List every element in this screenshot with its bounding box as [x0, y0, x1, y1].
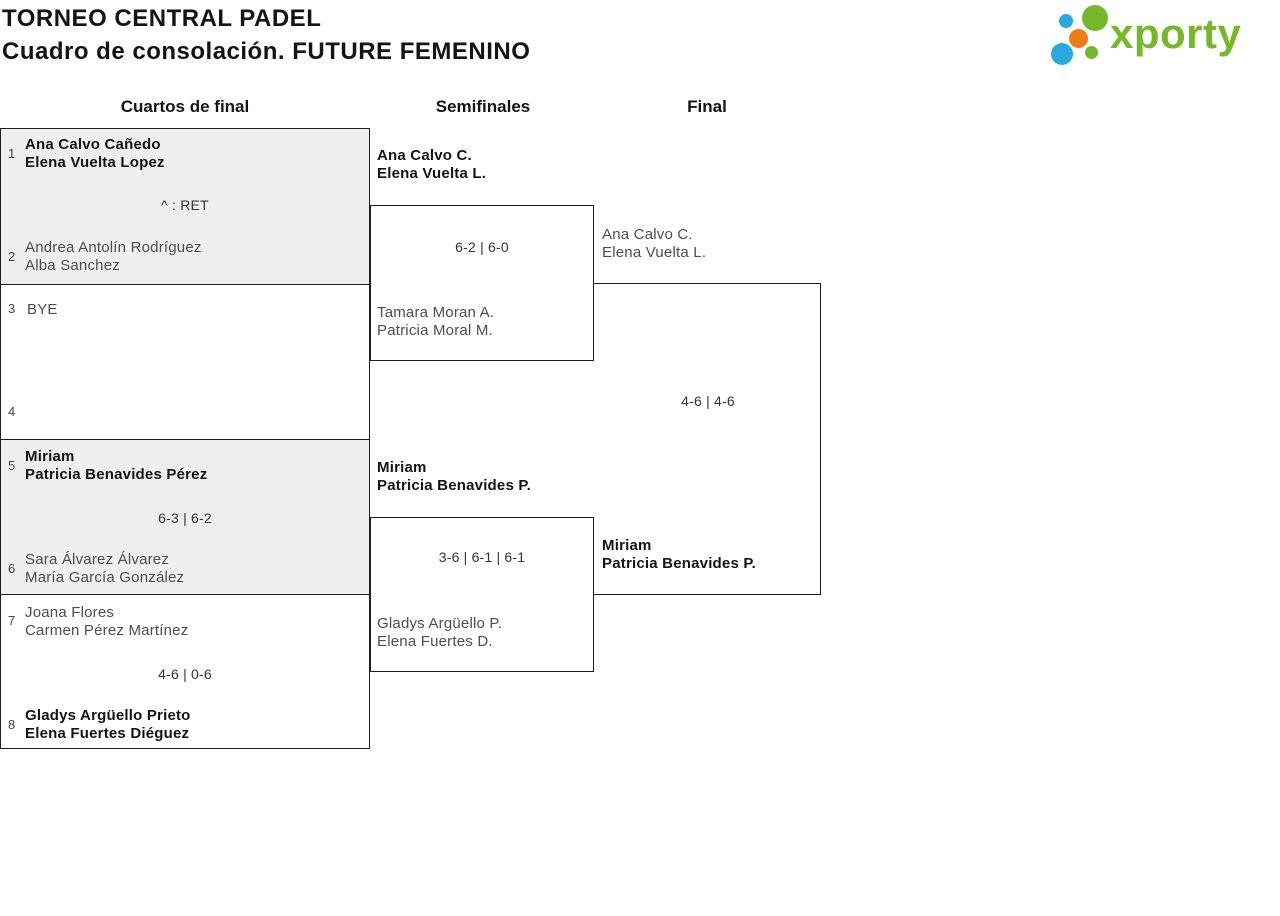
team-final-top: Ana Calvo C. Elena Vuelta L.: [602, 226, 707, 261]
logo-dot-orange-icon: [1069, 29, 1088, 48]
page-header: TORNEO CENTRAL PADEL Cuadro de consolaci…: [2, 2, 530, 68]
round-header-semifinals: Semifinales: [435, 97, 531, 116]
score-qf3: 6-3 | 6-2: [158, 510, 212, 526]
seed-8: 8: [8, 717, 16, 732]
team-final-bottom: Miriam Patricia Benavides P.: [602, 537, 757, 572]
team-qf3-top: Miriam Patricia Benavides Pérez: [25, 448, 208, 483]
match-box-final: [594, 283, 821, 595]
match-divider: [1, 594, 369, 595]
seed-6: 6: [8, 561, 16, 576]
logo-wordmark: xporty: [1110, 10, 1242, 57]
match-box-sf2: [370, 517, 594, 672]
match-divider: [1, 284, 369, 285]
page-title: TORNEO CENTRAL PADEL: [2, 5, 322, 32]
match-box-sf1: [370, 205, 594, 361]
score-qf4: 4-6 | 0-6: [158, 666, 212, 682]
match-divider: [1, 439, 369, 440]
seed-4: 4: [8, 404, 16, 419]
xporty-logo[interactable]: xporty: [1045, 0, 1275, 72]
logo-dot-blue-large-icon: [1051, 43, 1073, 65]
team-sf2-bottom: Gladys Argüello P. Elena Fuertes D.: [377, 615, 503, 650]
team-qf4-top: Joana Flores Carmen Pérez Martínez: [25, 604, 189, 639]
score-qf1: ^ : RET: [161, 197, 209, 213]
seed-7: 7: [8, 613, 16, 628]
round-header-final: Final: [687, 97, 727, 116]
team-sf2-top: Miriam Patricia Benavides P.: [377, 459, 532, 494]
seed-2: 2: [8, 249, 16, 264]
score-sf1: 6-2 | 6-0: [455, 239, 509, 255]
team-qf4-bottom: Gladys Argüello Prieto Elena Fuertes Dié…: [25, 707, 191, 742]
round-header-quarterfinals: Cuartos de final: [120, 97, 250, 116]
quarterfinals-column: [0, 128, 370, 749]
team-sf1-bottom: Tamara Moran A. Patricia Moral M.: [377, 304, 495, 339]
seed-5: 5: [8, 458, 16, 473]
score-final: 4-6 | 4-6: [681, 393, 735, 409]
match-box-qf1: [1, 129, 369, 284]
score-sf2: 3-6 | 6-1 | 6-1: [438, 549, 526, 565]
seed-3: 3: [8, 301, 16, 316]
team-qf1-top: Ana Calvo Cañedo Elena Vuelta Lopez: [25, 136, 165, 171]
logo-dot-green-large-icon: [1082, 5, 1108, 31]
team-qf2-top: BYE: [27, 301, 58, 318]
seed-1: 1: [8, 146, 16, 161]
team-qf1-bottom: Andrea Antolín Rodríguez Alba Sanchez: [25, 239, 202, 274]
team-sf1-top: Ana Calvo C. Elena Vuelta L.: [377, 147, 487, 182]
logo-dot-green-small-icon: [1085, 46, 1098, 59]
match-box-qf3: [1, 440, 369, 594]
page-subtitle: Cuadro de consolación. FUTURE FEMENINO: [2, 38, 531, 65]
team-qf3-bottom: Sara Álvarez Álvarez María García Gonzál…: [25, 551, 185, 586]
logo-dot-blue-small-icon: [1059, 14, 1073, 28]
